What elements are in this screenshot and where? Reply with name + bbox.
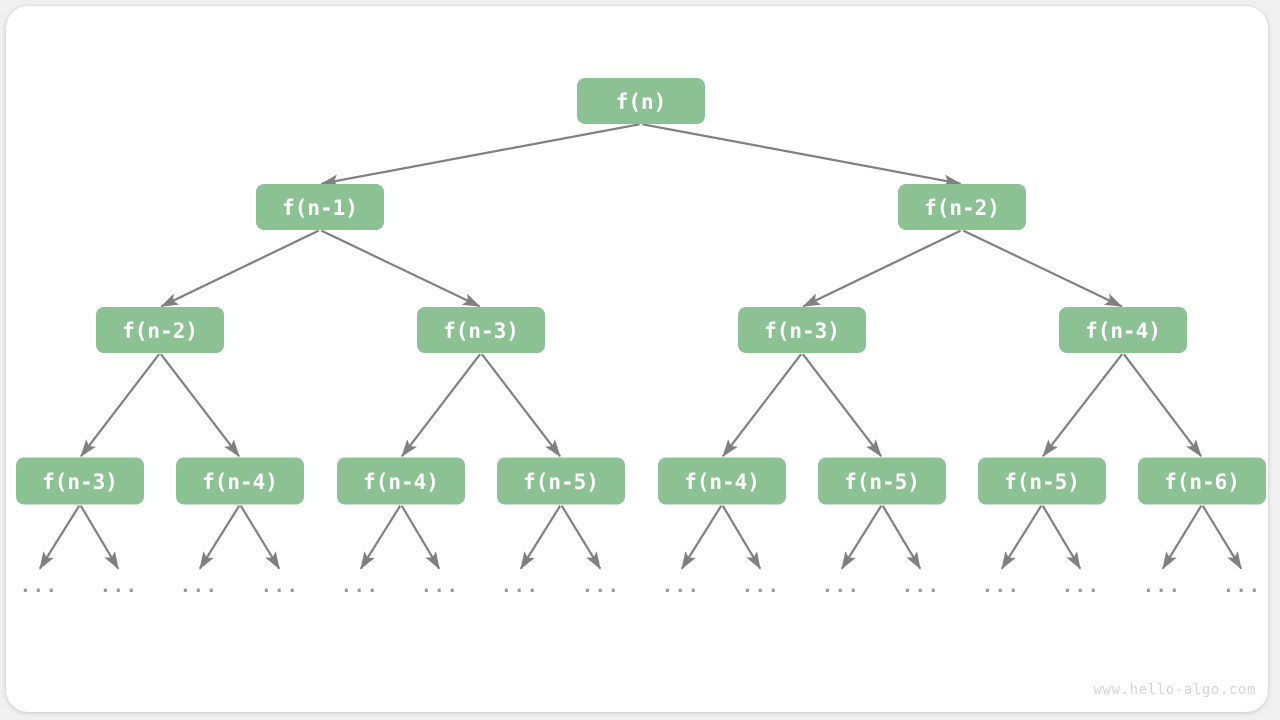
tree-node-box <box>577 78 705 124</box>
tree-edge <box>962 229 1123 308</box>
tree-node-label: f(n-5) <box>523 470 599 494</box>
tree-ellipsis: ... <box>822 575 861 597</box>
tree-edge <box>401 353 481 458</box>
tree-edge <box>519 505 562 570</box>
tree-node-label: f(n-5) <box>1004 470 1080 494</box>
tree-edge <box>400 505 441 570</box>
tree-edge <box>38 505 81 570</box>
tree-node[interactable]: f(n-5) <box>818 457 946 505</box>
tree-node-box <box>256 184 384 230</box>
tree-node-label: f(n-3) <box>764 319 840 343</box>
tree-edge <box>1201 505 1243 570</box>
tree-edge <box>80 353 160 458</box>
tree-node-box <box>176 457 304 505</box>
tree-ellipsis: ... <box>421 575 460 597</box>
nodes-layer: f(n) f(n-1) f(n-2) f(n-2) f(n-3) f(n-3) f(n-4)… <box>16 78 1266 505</box>
tree-ellipsis: ... <box>180 575 219 597</box>
tree-edge <box>1000 505 1043 570</box>
tree-ellipsis: ... <box>742 575 781 597</box>
tree-edge <box>320 123 640 187</box>
tree-node-box <box>818 457 946 505</box>
tree-edge <box>802 229 962 308</box>
tree-edge <box>359 505 402 570</box>
tree-node-box <box>16 457 144 505</box>
tree-node[interactable]: f(n-4) <box>658 457 786 505</box>
tree-node-label: f(n-4) <box>1085 319 1161 343</box>
tree-node-label: f(n) <box>616 90 667 114</box>
tree-node-label: f(n-1) <box>282 196 358 220</box>
edges-layer <box>38 123 1243 570</box>
tree-ellipsis: ... <box>1143 575 1182 597</box>
tree-node-box <box>337 457 465 505</box>
tree-edge <box>481 353 561 458</box>
tree-edge <box>680 505 723 570</box>
tree-edge <box>840 505 883 570</box>
tree-node-label: f(n-5) <box>844 470 920 494</box>
tree-node-box <box>658 457 786 505</box>
tree-node[interactable]: f(n-4) <box>337 457 465 505</box>
tree-edge <box>1123 353 1202 458</box>
tree-node-box <box>417 307 545 353</box>
tree-ellipsis: ... <box>501 575 540 597</box>
tree-node[interactable]: f(n-1) <box>256 184 384 230</box>
tree-ellipsis: ... <box>261 575 300 597</box>
tree-ellipsis: ... <box>1062 575 1101 597</box>
tree-node[interactable]: f(n) <box>577 78 705 124</box>
tree-edge <box>1042 353 1123 458</box>
tree-node-box <box>738 307 866 353</box>
tree-node-label: f(n-4) <box>202 470 278 494</box>
tree-ellipsis: ... <box>982 575 1021 597</box>
tree-node[interactable]: f(n-5) <box>978 457 1106 505</box>
tree-edge <box>320 229 481 308</box>
tree-node-label: f(n-3) <box>42 470 118 494</box>
tree-node[interactable]: f(n-4) <box>176 457 304 505</box>
tree-node-label: f(n-6) <box>1164 470 1240 494</box>
tree-edge <box>239 505 281 570</box>
tree-node[interactable]: f(n-2) <box>898 184 1026 230</box>
tree-node-box <box>898 184 1026 230</box>
tree-node-box <box>978 457 1106 505</box>
tree-node-box <box>497 457 625 505</box>
tree-edge <box>160 229 320 308</box>
tree-node-label: f(n-4) <box>684 470 760 494</box>
tree-node[interactable]: f(n-3) <box>16 457 144 505</box>
tree-node[interactable]: f(n-2) <box>96 307 224 353</box>
tree-node-box <box>1138 457 1266 505</box>
tree-edge <box>881 505 922 570</box>
tree-ellipsis: ... <box>902 575 941 597</box>
tree-node[interactable]: f(n-6) <box>1138 457 1266 505</box>
tree-edge <box>642 123 962 187</box>
tree-ellipsis: ... <box>100 575 139 597</box>
tree-ellipsis: ... <box>582 575 621 597</box>
tree-edge <box>802 353 882 458</box>
tree-edge <box>1161 505 1203 570</box>
tree-node-label: f(n-2) <box>924 196 1000 220</box>
ellipses-layer: ........................................… <box>20 575 1262 597</box>
tree-ellipsis: ... <box>1223 575 1262 597</box>
tree-edge <box>160 353 240 458</box>
tree-ellipsis: ... <box>662 575 701 597</box>
tree-node[interactable]: f(n-5) <box>497 457 625 505</box>
tree-node-label: f(n-3) <box>443 319 519 343</box>
tree-node-label: f(n-2) <box>122 319 198 343</box>
tree-edge <box>721 505 762 570</box>
tree-ellipsis: ... <box>20 575 59 597</box>
tree-node-label: f(n-4) <box>363 470 439 494</box>
watermark: www.hello-algo.com <box>1093 682 1256 698</box>
tree-edge <box>198 505 241 570</box>
tree-node[interactable]: f(n-4) <box>1059 307 1187 353</box>
tree-node-box <box>96 307 224 353</box>
tree-edge <box>1041 505 1082 570</box>
tree-node-box <box>1059 307 1187 353</box>
tree-node[interactable]: f(n-3) <box>417 307 545 353</box>
tree-edge <box>560 505 602 570</box>
tree-edge <box>79 505 120 570</box>
tree-node[interactable]: f(n-3) <box>738 307 866 353</box>
tree-edge <box>722 353 802 458</box>
tree-ellipsis: ... <box>341 575 380 597</box>
